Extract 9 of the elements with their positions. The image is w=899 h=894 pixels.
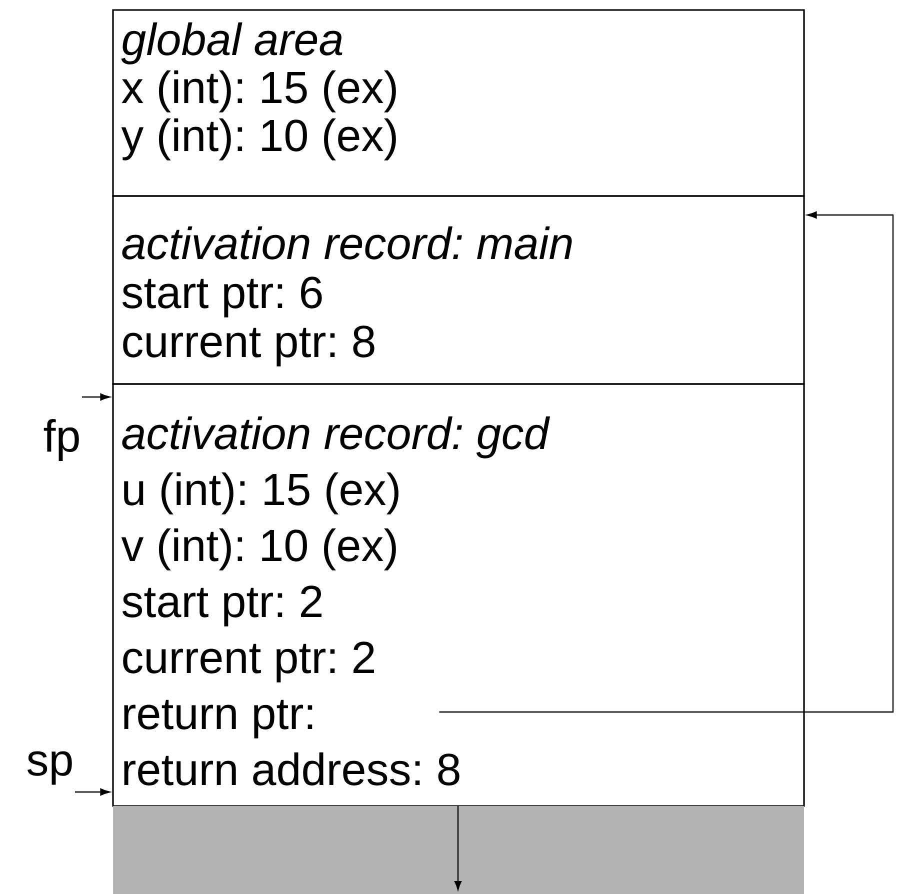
- free-stack-area: [113, 806, 804, 894]
- return-pointer-arrow: [439, 211, 894, 713]
- memory-block: activation record: main start ptr: 6 current ptr: 8: [112, 195, 805, 385]
- pointer-arrow: [82, 393, 110, 401]
- pointer-label: fp: [44, 419, 79, 461]
- pointer-arrow: [74, 788, 110, 796]
- memory-block: activation record: gcd u (int): 15 (ex) v (int): 10 (ex) start ptr: 2 current ptr: 2 return ptr: return address: 8: [112, 383, 805, 807]
- pointer-label: sp: [28, 751, 72, 785]
- memory-block: global area x (int): 15 (ex) y (int): 10 (ex): [112, 9, 805, 197]
